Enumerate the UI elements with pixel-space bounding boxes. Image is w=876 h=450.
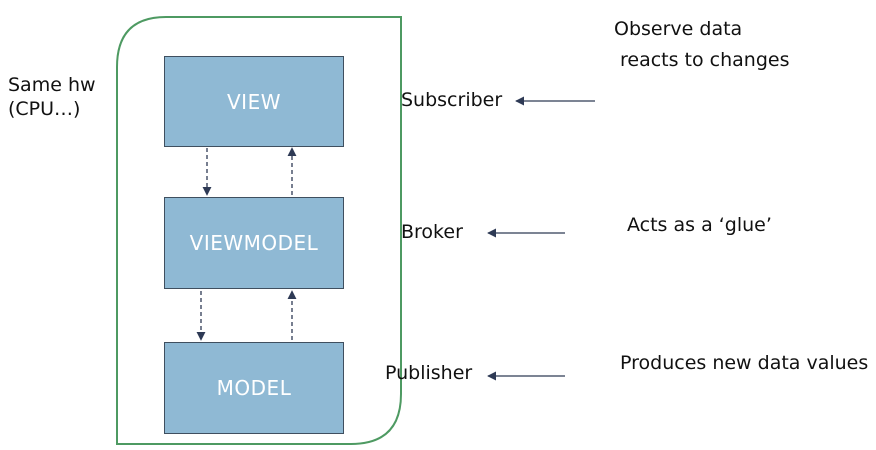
view-box: VIEW <box>164 56 344 147</box>
model-box: MODEL <box>164 342 344 434</box>
device-container <box>116 16 402 445</box>
description-view-line2: reacts to changes <box>620 49 790 71</box>
container-label-line1: Same hw <box>8 74 96 96</box>
viewmodel-label: VIEWMODEL <box>189 231 319 255</box>
description-viewmodel: Acts as a ‘glue’ <box>627 214 772 236</box>
viewmodel-box: VIEWMODEL <box>164 197 344 289</box>
role-publisher: Publisher <box>385 362 473 384</box>
container-label: Same hw (CPU…) <box>8 74 96 122</box>
view-label: VIEW <box>227 89 281 114</box>
description-view-line1: Observe data <box>614 18 743 40</box>
model-label: MODEL <box>216 376 292 400</box>
role-broker: Broker <box>401 221 463 243</box>
description-model: Produces new data values <box>620 352 869 374</box>
role-subscriber: Subscriber <box>401 89 503 111</box>
container-label-line2: (CPU…) <box>8 97 81 120</box>
